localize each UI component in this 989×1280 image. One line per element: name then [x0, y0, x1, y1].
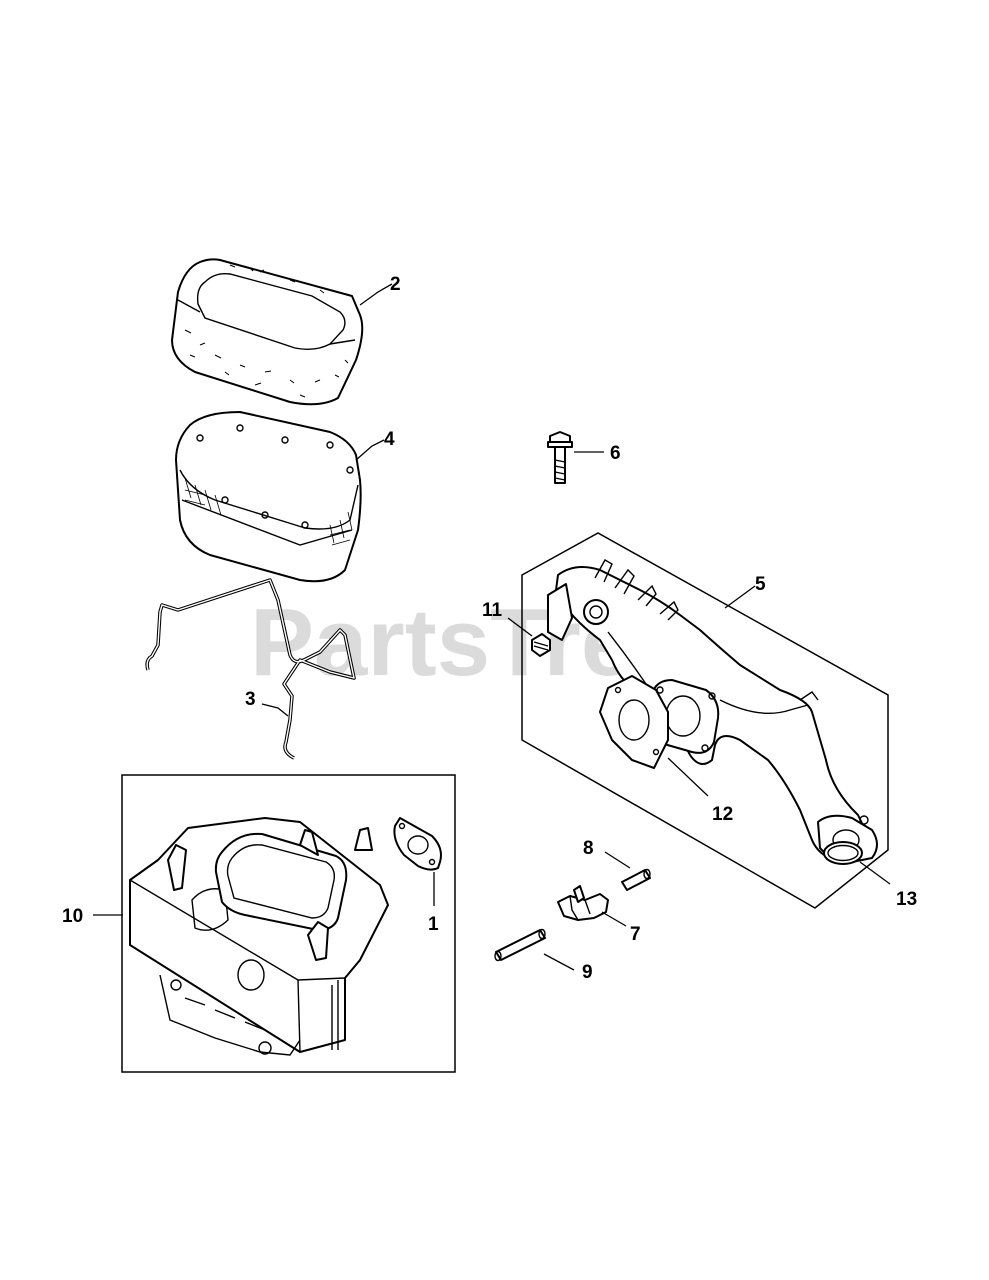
assembly-box-intake: [521, 532, 889, 909]
retaining-wire[interactable]: [145, 578, 356, 760]
callout-6[interactable]: 6: [610, 443, 621, 464]
leader-line-5: [724, 585, 756, 609]
air-cleaner-base[interactable]: [129, 817, 389, 1056]
callout-9[interactable]: 9: [582, 962, 593, 983]
callout-7[interactable]: 7: [630, 924, 641, 945]
callout-8[interactable]: 8: [583, 838, 594, 859]
precleaner-sleeve[interactable]: [171, 258, 364, 406]
breather-tube[interactable]: [494, 928, 546, 962]
dowel-pin-short[interactable]: [621, 868, 651, 891]
breather-fitting[interactable]: [557, 885, 609, 921]
leader-line-8: [604, 851, 631, 869]
leader-line-2: [359, 283, 393, 306]
callout-11[interactable]: 11: [482, 600, 503, 621]
callout-1[interactable]: 1: [428, 914, 439, 935]
mounting-bolt[interactable]: [547, 431, 573, 484]
nipple-fitting[interactable]: [531, 633, 551, 657]
leader-line-12: [667, 757, 709, 797]
callout-2[interactable]: 2: [390, 274, 401, 295]
o-ring[interactable]: [823, 841, 863, 865]
callout-5[interactable]: 5: [755, 574, 766, 595]
callout-3[interactable]: 3: [245, 689, 256, 710]
intake-gasket[interactable]: [599, 675, 669, 769]
callout-4[interactable]: 4: [384, 429, 395, 450]
assembly-box-air-cleaner: [121, 774, 456, 1073]
callout-13[interactable]: 13: [896, 889, 917, 910]
leader-line-11: [507, 617, 533, 637]
leader-line-4: [355, 439, 385, 461]
callout-10[interactable]: 10: [62, 906, 83, 927]
air-filter-element[interactable]: [175, 411, 362, 583]
base-gasket[interactable]: [393, 817, 442, 871]
leader-line-9: [543, 953, 575, 971]
callout-12[interactable]: 12: [712, 804, 733, 825]
leader-line-7: [601, 911, 627, 927]
leader-line-13: [859, 861, 891, 885]
leader-line-3: [261, 703, 289, 717]
